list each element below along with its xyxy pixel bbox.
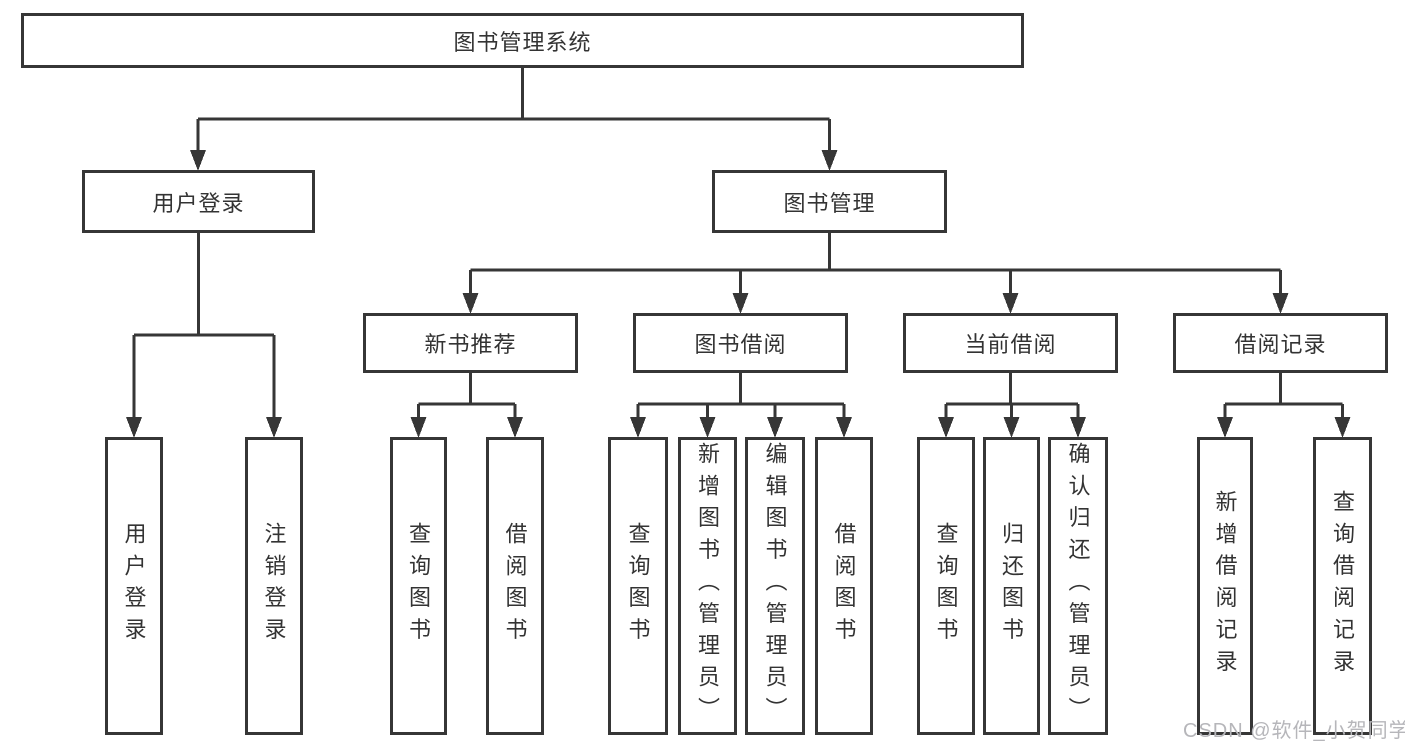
leaf-borrow-books-recommend: 借阅图书 <box>486 437 544 735</box>
leaf-label: 确认归还（管理员） <box>1065 442 1091 730</box>
leaf-borrow-books: 借阅图书 <box>815 437 873 735</box>
node-new-books: 新书推荐 <box>363 313 578 373</box>
leaf-confirm-return-admin: 确认归还（管理员） <box>1048 437 1108 735</box>
node-borrow-records: 借阅记录 <box>1173 313 1388 373</box>
leaf-logout: 注销登录 <box>245 437 303 735</box>
leaf-label: 新增图书（管理员） <box>695 442 721 730</box>
connector-book-mgmt <box>462 233 1289 314</box>
node-book-borrow: 图书借阅 <box>633 313 848 373</box>
connector-root <box>190 68 838 171</box>
connector-user-login <box>126 233 282 438</box>
leaf-label: 查询图书 <box>625 522 651 650</box>
leaf-label: 用户登录 <box>121 522 147 650</box>
leaf-label: 新增借阅记录 <box>1212 490 1238 682</box>
leaf-label: 注销登录 <box>261 522 287 650</box>
leaf-label: 查询图书 <box>406 522 432 650</box>
leaf-query-books-current: 查询图书 <box>917 437 975 735</box>
leaf-label: 查询借阅记录 <box>1330 490 1356 682</box>
csdn-watermark: CSDN @软件_小贺同学 <box>1183 720 1405 742</box>
leaf-label: 借阅图书 <box>502 522 528 650</box>
connector-borrow-records <box>1217 373 1351 438</box>
connector-book-borrow <box>630 373 852 438</box>
leaf-user-login: 用户登录 <box>105 437 163 735</box>
node-current-borrow: 当前借阅 <box>903 313 1118 373</box>
leaf-query-borrow-record: 查询借阅记录 <box>1313 437 1372 735</box>
node-book-mgmt: 图书管理 <box>712 170 947 233</box>
leaf-query-books-borrow: 查询图书 <box>608 437 668 735</box>
leaf-label: 归还图书 <box>999 522 1025 650</box>
leaf-add-books-admin: 新增图书（管理员） <box>678 437 737 735</box>
leaf-label: 编辑图书（管理员） <box>762 442 788 730</box>
node-root: 图书管理系统 <box>21 13 1024 68</box>
leaf-return-books: 归还图书 <box>983 437 1040 735</box>
connector-current-borrow <box>938 373 1086 438</box>
leaf-label: 查询图书 <box>933 522 959 650</box>
leaf-edit-books-admin: 编辑图书（管理员） <box>745 437 805 735</box>
node-user-login: 用户登录 <box>82 170 315 233</box>
connector-new-books <box>410 373 523 438</box>
leaf-query-books-recommend: 查询图书 <box>390 437 447 735</box>
leaf-label: 借阅图书 <box>831 522 857 650</box>
leaf-add-borrow-record: 新增借阅记录 <box>1197 437 1253 735</box>
